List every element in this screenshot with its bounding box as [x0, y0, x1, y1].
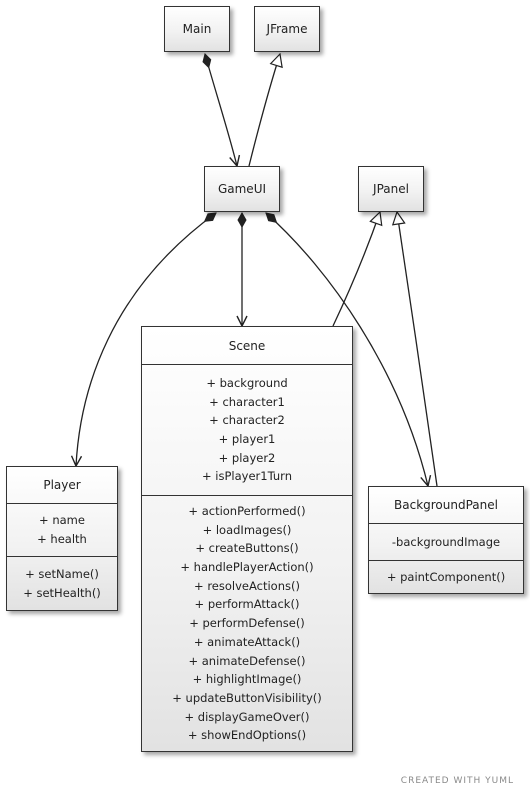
class-player-title: Player	[43, 478, 81, 492]
method-handleplayeraction: + handlePlayerAction()	[180, 560, 314, 575]
method-resolveactions: + resolveActions()	[194, 578, 300, 593]
class-player-methods: + setName() + setHealth()	[7, 556, 117, 610]
class-backgroundpanel-methods: + paintComponent()	[369, 560, 523, 593]
class-main[interactable]: Main	[164, 6, 230, 52]
attribute-character2: + character2	[209, 413, 285, 428]
class-scene-attributes: + background + character1 + character2 +…	[142, 364, 352, 495]
method-actionperformed: + actionPerformed()	[188, 503, 306, 518]
edge-scene-jpanel	[332, 212, 380, 327]
method-performdefense: + performDefense()	[189, 616, 305, 631]
class-scene-methods: + actionPerformed() + loadImages() + cre…	[142, 495, 352, 751]
edge-backgroundpanel-jpanel	[397, 212, 438, 487]
method-highlightimage: + highlightImage()	[192, 672, 302, 687]
attribute-name: + name	[39, 513, 85, 528]
class-player-attributes: + name + health	[7, 503, 117, 556]
class-jpanel[interactable]: JPanel	[358, 166, 424, 212]
method-animatedefense: + animateDefense()	[188, 653, 306, 668]
class-scene[interactable]: Scene + background + character1 + charac…	[141, 326, 353, 752]
class-backgroundpanel[interactable]: BackgroundPanel -backgroundImage + paint…	[368, 486, 524, 594]
class-jpanel-title: JPanel	[373, 182, 409, 196]
attribute-backgroundimage: -backgroundImage	[391, 534, 501, 549]
method-createbuttons: + createButtons()	[195, 541, 299, 556]
method-displaygameover: + displayGameOver()	[184, 709, 310, 724]
attribute-isplayer1turn: + isPlayer1Turn	[202, 469, 292, 484]
class-jframe-title: JFrame	[266, 22, 308, 36]
class-backgroundpanel-title: BackgroundPanel	[394, 498, 498, 512]
attribute-background: + background	[206, 375, 288, 390]
attribute-character1: + character1	[209, 394, 285, 409]
class-main-title: Main	[182, 22, 212, 36]
edge-main-gameui	[205, 54, 237, 166]
method-sethealth: + setHealth()	[23, 585, 101, 600]
method-showendoptions: + showEndOptions()	[187, 728, 307, 743]
class-jframe[interactable]: JFrame	[254, 6, 320, 52]
edge-gameui-player	[76, 213, 216, 466]
edge-gameui-jframe	[248, 54, 280, 167]
attribute-health: + health	[37, 532, 87, 546]
class-gameui[interactable]: GameUI	[204, 166, 280, 212]
class-scene-title: Scene	[228, 338, 266, 353]
method-updatebuttonvisibility: + updateButtonVisibility()	[172, 690, 322, 705]
attribute-player2: + player2	[218, 450, 276, 465]
yuml-credit: CREATED WITH YUML	[400, 776, 514, 786]
class-backgroundpanel-attributes: -backgroundImage	[369, 523, 523, 560]
method-performattack: + performAttack()	[194, 597, 300, 612]
method-animateattack: + animateAttack()	[193, 634, 301, 649]
method-setname: + setName()	[25, 566, 99, 581]
class-gameui-title: GameUI	[217, 182, 267, 196]
method-paintcomponent: + paintComponent()	[386, 569, 506, 584]
class-player[interactable]: Player + name + health + setName() + set…	[6, 466, 118, 611]
attribute-player1: + player1	[218, 432, 276, 446]
method-loadimages: + loadImages()	[202, 522, 292, 537]
edge-gameui-backgroundpanel	[266, 213, 428, 486]
